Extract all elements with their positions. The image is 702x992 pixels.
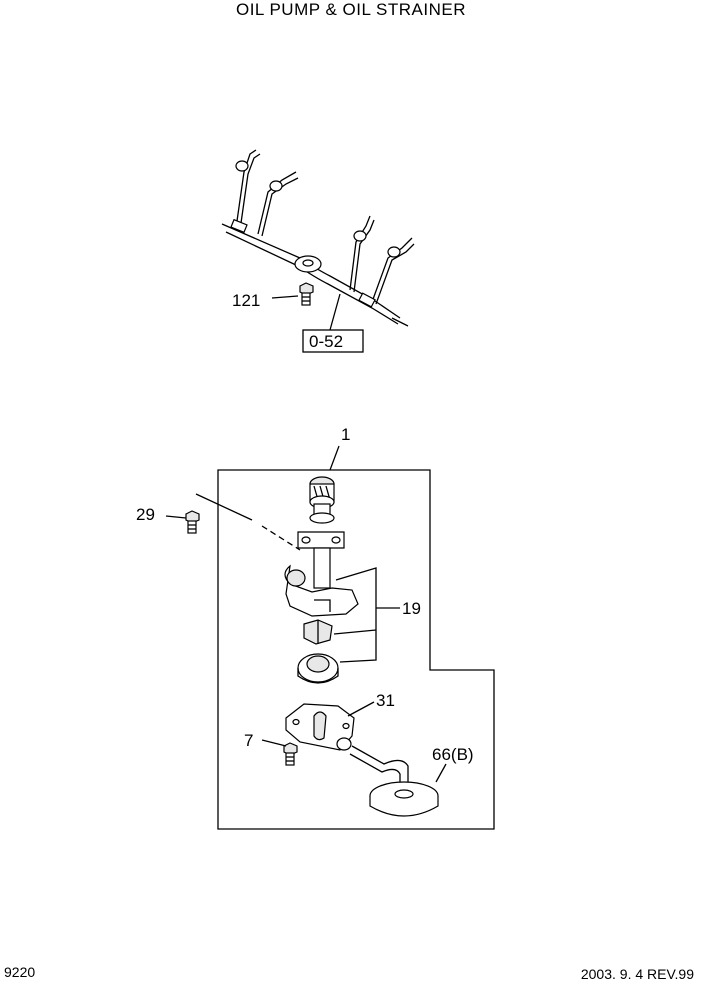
callout-29: 29 <box>136 505 155 524</box>
oil-pump-housing <box>284 564 359 617</box>
leader-19 <box>333 567 400 663</box>
oil-pump-shaft-gear <box>297 476 345 589</box>
callout-121: 121 <box>232 291 260 310</box>
leader-29-dash-b <box>261 525 301 551</box>
leader-66b <box>435 763 447 783</box>
reference-box <box>302 329 364 353</box>
bolt-7 <box>283 742 298 766</box>
leader-29 <box>165 515 187 519</box>
bolt-121 <box>299 282 314 306</box>
bolt-29 <box>185 510 200 534</box>
leader-7 <box>261 739 287 747</box>
pump-rotor-outer <box>297 653 339 684</box>
oil-jet-pipe-assembly <box>221 149 415 327</box>
oil-strainer <box>349 745 439 817</box>
callout-19: 19 <box>402 599 421 618</box>
diagram-title: OIL PUMP & OIL STRAINER <box>235 0 467 19</box>
leader-1 <box>329 445 340 471</box>
reference-label: 0-52 <box>309 332 343 351</box>
assembly-boundary <box>217 469 495 830</box>
callout-7: 7 <box>244 731 253 750</box>
pump-rotor-inner <box>303 619 333 645</box>
leader-121 <box>271 295 299 299</box>
pump-cover-31 <box>285 703 355 751</box>
callout-66b: 66(B) <box>432 745 474 764</box>
page-number: 9220 <box>4 964 36 980</box>
leader-31 <box>347 701 375 717</box>
callout-1: 1 <box>341 425 350 444</box>
leader-29-dash-a <box>195 493 253 521</box>
callout-31: 31 <box>376 691 395 710</box>
revision-label: 2003. 9. 4 REV.99 <box>580 966 694 982</box>
leader-ref <box>329 293 341 331</box>
